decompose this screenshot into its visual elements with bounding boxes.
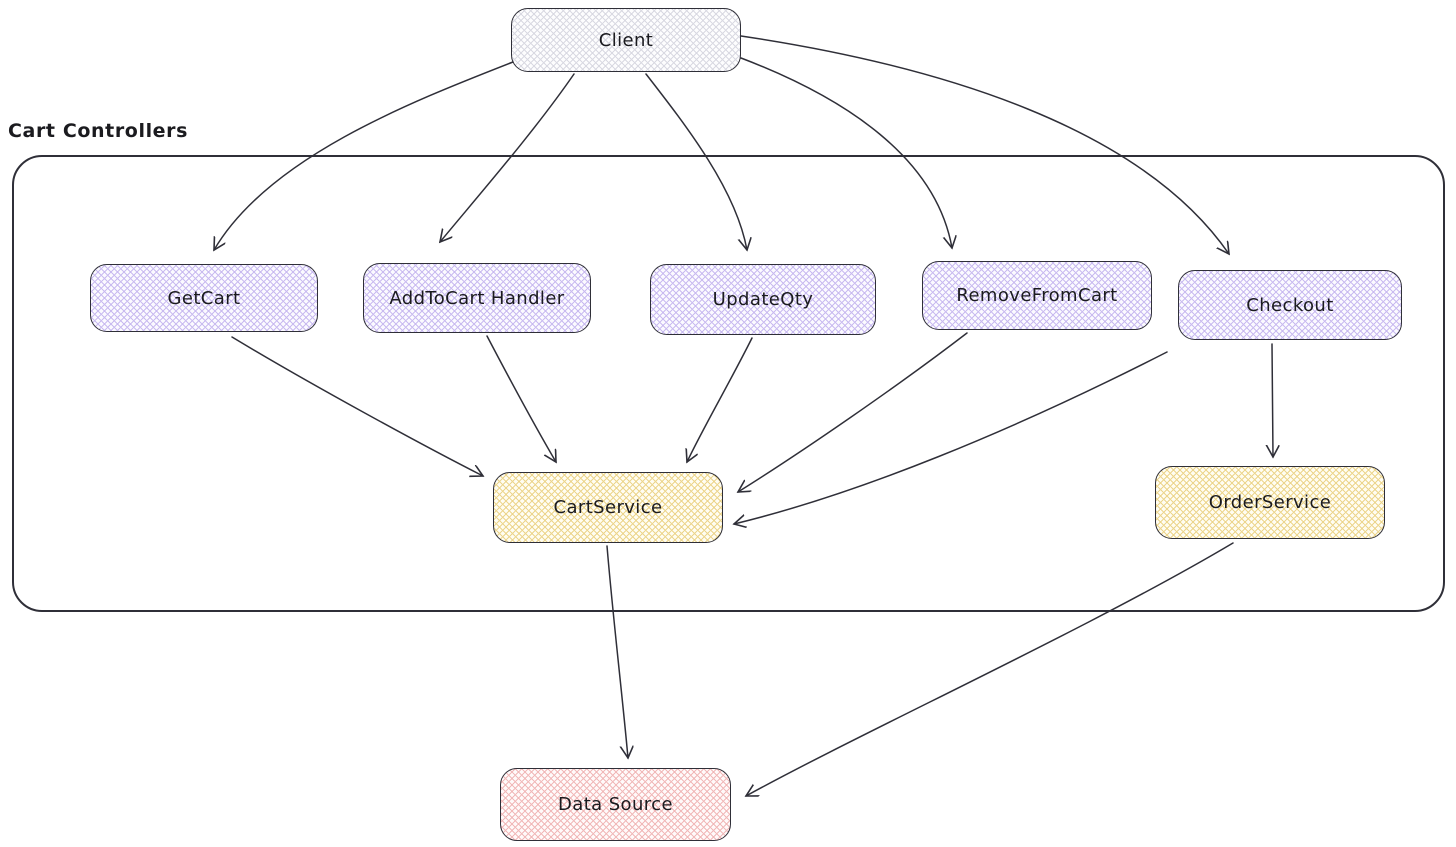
node-get-cart: GetCart	[90, 264, 318, 332]
node-update-qty-label: UpdateQty	[712, 289, 814, 310]
cart-controllers-group-box	[12, 155, 1445, 612]
node-client-label: Client	[598, 29, 654, 51]
node-data-source-label: Data Source	[558, 794, 673, 815]
node-checkout: Checkout	[1178, 270, 1402, 340]
node-add-to-cart-handler: AddToCart Handler	[363, 263, 591, 333]
node-add-to-cart-handler-label: AddToCart Handler	[389, 287, 565, 309]
cart-controllers-group-label: Cart Controllers	[8, 120, 189, 142]
node-client: Client	[511, 8, 741, 72]
node-get-cart-label: GetCart	[167, 287, 241, 309]
node-order-service: OrderService	[1155, 466, 1385, 539]
node-remove-from-cart-label: RemoveFromCart	[956, 285, 1118, 306]
node-cart-service: CartService	[493, 472, 723, 543]
node-order-service-label: OrderService	[1208, 492, 1332, 513]
node-checkout-label: Checkout	[1246, 294, 1334, 316]
node-cart-service-label: CartService	[553, 497, 663, 518]
node-data-source: Data Source	[500, 768, 731, 841]
node-update-qty: UpdateQty	[650, 264, 876, 335]
node-remove-from-cart: RemoveFromCart	[922, 261, 1152, 330]
